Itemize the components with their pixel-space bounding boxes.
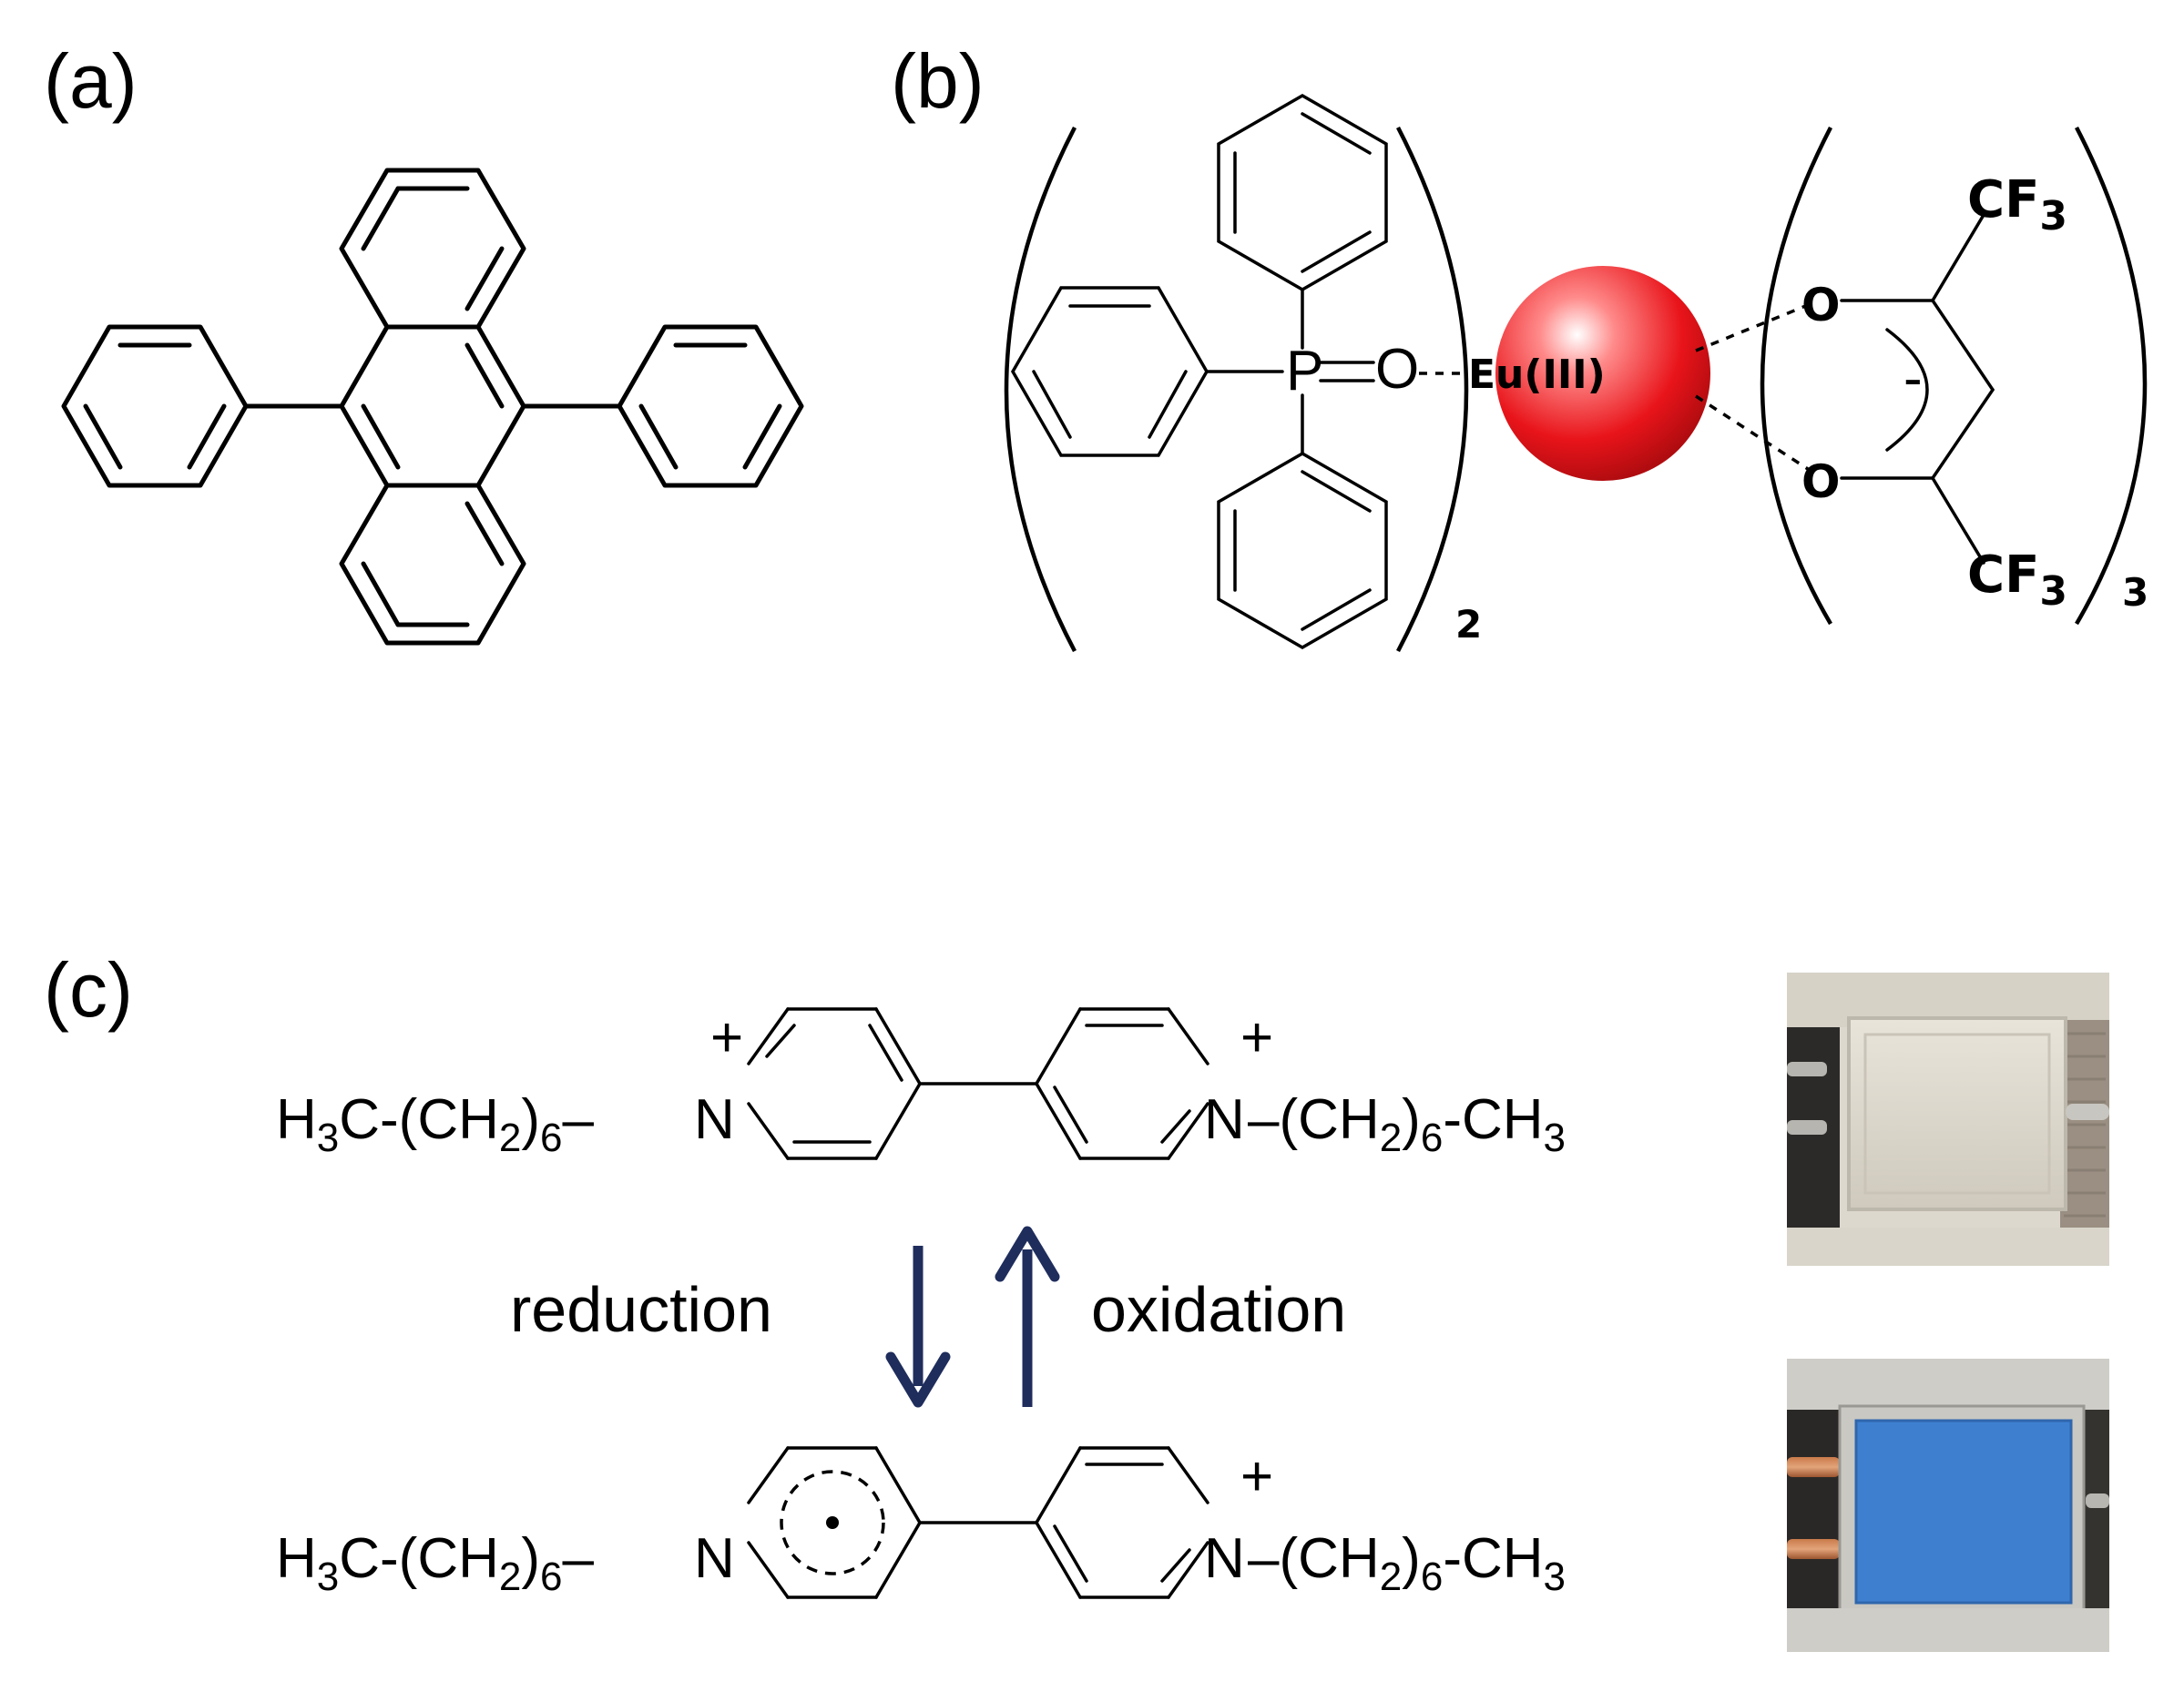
oxygen-bottom-atom: O <box>1801 455 1841 508</box>
bottom-n-right-charge: + <box>1240 1445 1273 1508</box>
panel-c: (c) H3C-(CH2)6– N + <box>44 947 2109 1652</box>
anion-charge: - <box>1903 347 1923 410</box>
tppo-bottom-phenyl <box>1217 451 1388 650</box>
anthracene-top-ring <box>339 168 526 330</box>
tppo-top-phenyl <box>1217 93 1388 292</box>
reduction-arrow <box>885 1246 951 1408</box>
top-left-pyridinium-ring <box>747 1007 922 1160</box>
diphenylanthracene-structure <box>61 168 804 646</box>
c-cf3-bottom-bond <box>1931 476 1985 565</box>
panel-c-label: (c) <box>44 947 133 1033</box>
top-n-left-charge: + <box>710 1006 743 1069</box>
eu-o-bottom-coordination <box>1695 394 1809 471</box>
left-bracket-open <box>1004 126 1077 653</box>
viologen-radical-cation: H3C-(CH2)6– N <box>276 1445 1566 1599</box>
top-right-chain: –(CH2)6-CH3 <box>1248 1088 1566 1160</box>
c-ch-bottom-bond <box>1931 388 1995 480</box>
phosphorus-atom: P <box>1286 340 1323 403</box>
tppo-left-phenyl <box>1010 286 1209 457</box>
viologen-dication: H3C-(CH2)6– N + <box>276 1006 1566 1160</box>
panel-b-label: (b) <box>891 38 985 124</box>
top-n-right-charge: + <box>1240 1006 1273 1069</box>
triphenylphosphine-oxide: P O <box>1010 93 1419 650</box>
eu-sphere <box>1495 266 1710 481</box>
anthracene-bottom-ring <box>339 483 526 646</box>
top-n-right: N <box>1204 1088 1245 1151</box>
top-n-left: N <box>694 1088 735 1151</box>
top-left-chain: H3C-(CH2)6– <box>276 1088 595 1160</box>
hfac-ligand: O O - CF3 CF3 <box>1801 170 2067 615</box>
device-photo-colored <box>1787 1359 2109 1652</box>
ligand-count-3: 3 <box>2122 570 2148 615</box>
eu-o-top-coordination <box>1695 303 1809 352</box>
radical-dot <box>826 1516 839 1529</box>
radical-delocalization-circle <box>780 1470 885 1575</box>
redox-arrows: reduction oxidation <box>510 1226 1346 1408</box>
right-bracket-open <box>1760 126 1832 626</box>
delocalized-arc <box>1885 328 1929 452</box>
right-phenyl-ring <box>617 324 804 488</box>
bottom-right-chain: –(CH2)6-CH3 <box>1248 1527 1566 1599</box>
ligand-count-2: 2 <box>1455 602 1482 647</box>
bottom-left-radical-ring <box>747 1446 922 1599</box>
oxidation-arrow <box>995 1226 1060 1407</box>
oxygen-top-atom: O <box>1801 279 1841 331</box>
cf3-top-label: CF3 <box>1967 170 2067 240</box>
bottom-n-left: N <box>694 1527 735 1590</box>
reduction-label: reduction <box>510 1274 772 1345</box>
right-bracket-close <box>2075 126 2148 626</box>
panel-b: (b) 2 P <box>891 38 2148 653</box>
panel-a: (a) <box>44 38 804 646</box>
anthracene-middle-ring <box>339 324 526 488</box>
bottom-left-chain: H3C-(CH2)6– <box>276 1527 595 1599</box>
device-photo-bleached <box>1787 973 2109 1266</box>
left-phenyl-ring <box>61 324 249 488</box>
c-ch-top-bond <box>1931 299 1995 392</box>
top-right-pyridinium-ring <box>1035 1007 1209 1160</box>
panel-a-label: (a) <box>44 38 138 124</box>
bottom-n-right: N <box>1204 1527 1245 1590</box>
oxidation-label: oxidation <box>1091 1274 1346 1345</box>
c-cf3-top-bond <box>1931 213 1985 302</box>
bottom-right-pyridinium-ring <box>1035 1446 1209 1599</box>
oxygen-po-atom: O <box>1375 338 1419 401</box>
eu-label: Eu(III) <box>1468 352 1606 398</box>
cf3-bottom-label: CF3 <box>1967 545 2067 615</box>
left-bracket-close <box>1396 126 1469 653</box>
